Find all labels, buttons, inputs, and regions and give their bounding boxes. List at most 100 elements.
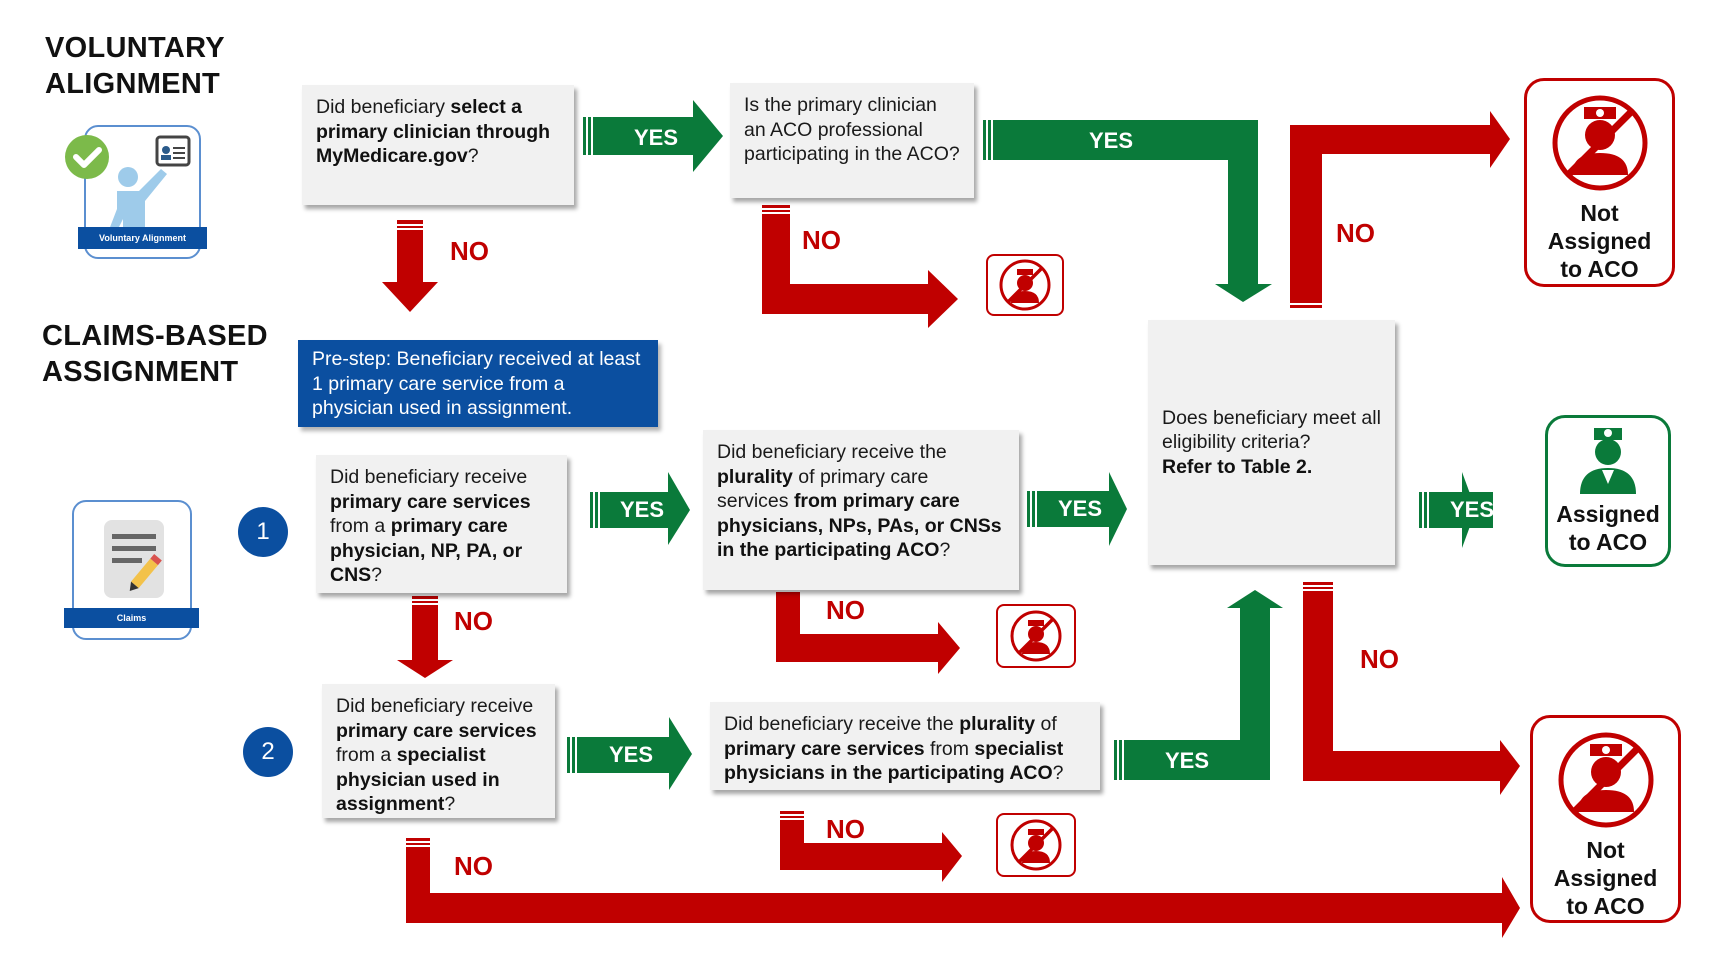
text-bold: primary care services (336, 719, 537, 742)
table-reference: Refer to Table 2. (1162, 455, 1313, 478)
step-number-1: 1 (238, 507, 288, 557)
title-line: ASSIGNMENT (42, 356, 239, 388)
no-doctor-icon (1552, 95, 1647, 191)
text: Did beneficiary (316, 96, 451, 118)
outcome-text: Assigned (1556, 501, 1660, 527)
text: from a (336, 744, 397, 766)
no-label: NO (826, 595, 865, 625)
claims-banner: Claims (64, 608, 199, 628)
no-label: NO (454, 851, 493, 881)
outcome-text: Assigned (1547, 228, 1652, 254)
text-bold: select a primary clinician through MyMed… (316, 96, 551, 167)
text: ? (371, 564, 383, 586)
check-circle (65, 135, 109, 179)
text-bold: primary care physician, NP, PA, or CNS (330, 515, 523, 586)
claims-icon: Claims (64, 500, 199, 642)
text: Is the primary clinician an ACO professi… (744, 94, 960, 165)
text-bold: specialist physicians in the participati… (724, 737, 1064, 785)
yes-label: YES (1450, 497, 1495, 522)
no-doctor-icon (1010, 610, 1062, 662)
text-bold: primary care services (724, 737, 925, 760)
yes-arrow-q1 (590, 472, 690, 545)
prestep-box: Pre-step: Beneficiary received at least … (298, 340, 658, 427)
no-arrow-q2 (406, 838, 1520, 938)
no-arrow-q2-plurality (780, 811, 962, 882)
no-label: NO (454, 606, 493, 636)
doctor-icon (1580, 428, 1636, 494)
yes-label: YES (1058, 496, 1103, 521)
yes-label: YES (634, 125, 679, 150)
outcome-text: Assigned (1553, 865, 1658, 891)
voluntary-alignment-banner: Voluntary Alignment (78, 227, 207, 249)
outcome-text: to ACO (1560, 256, 1639, 282)
yes-label: YES (609, 742, 654, 767)
no-label: NO (1360, 644, 1399, 674)
no-doctor-icon (1558, 732, 1653, 828)
question-step1-primary-care: Did beneficiary receive primary care ser… (316, 455, 567, 593)
title-line: ALIGNMENT (45, 68, 221, 100)
text: Did beneficiary receive the (724, 713, 960, 735)
outcome-not-assigned-top: Not Assigned to ACO (1524, 78, 1675, 287)
text: ? (467, 145, 479, 167)
no-arrow-q1 (397, 596, 453, 678)
text: ? (939, 539, 951, 561)
text-bold: specialist physician used in assignment (336, 744, 500, 815)
no-doctor-icon (1010, 819, 1062, 871)
no-arrow-aco-prof (762, 205, 958, 328)
title-line: CLAIMS-BASED (42, 320, 268, 352)
text-bold: from primary care physicians, NPs, PAs, … (717, 490, 1002, 561)
text: ? (1052, 762, 1064, 784)
no-label: NO (1336, 218, 1375, 248)
claims-based-title: CLAIMS-BASED ASSIGNMENT (42, 318, 268, 390)
question-step2-specialist: Did beneficiary receive primary care ser… (322, 684, 555, 818)
no-label: NO (450, 236, 489, 266)
yes-label: YES (1165, 748, 1210, 773)
text: ? (444, 793, 456, 815)
question-step2-plurality: Did beneficiary receive the plurality of… (710, 702, 1100, 790)
yes-arrow-q2-plurality (1114, 590, 1283, 780)
text: from (924, 737, 975, 760)
outcome-text: to ACO (1568, 529, 1648, 555)
text: Did beneficiary receive (336, 695, 534, 717)
no-doctor-icon (999, 259, 1051, 311)
text-bold: plurality (959, 713, 1036, 735)
text: Did beneficiary receive the (717, 441, 947, 463)
yes-label: YES (1089, 128, 1134, 153)
outcome-text: Not (1580, 200, 1619, 226)
outcome-assigned: Assigned to ACO (1545, 415, 1671, 567)
outcome-text: to ACO (1566, 893, 1645, 919)
text-bold: primary care services (330, 490, 531, 513)
step-number-2: 2 (243, 727, 293, 777)
no-label: NO (826, 814, 865, 844)
person-pointing-icon (65, 135, 191, 235)
question-aco-professional: Is the primary clinician an ACO professi… (730, 83, 974, 198)
outcome-not-assigned-bottom: Not Assigned to ACO (1530, 715, 1681, 923)
outcome-text: Not (1586, 837, 1625, 863)
not-assigned-icon (996, 813, 1076, 877)
text: Does beneficiary meet all eligibility cr… (1162, 406, 1381, 454)
yes-arrow-select (583, 100, 723, 172)
voluntary-alignment-icon: Voluntary Alignment (62, 125, 207, 260)
question-select-clinician: Did beneficiary select a primary clinici… (302, 85, 574, 205)
no-arrow-eligibility-bottom (1303, 582, 1520, 795)
yes-label: YES (620, 497, 665, 522)
voluntary-alignment-title: VOLUNTARY ALIGNMENT (45, 30, 225, 102)
question-eligibility: Does beneficiary meet all eligibility cr… (1148, 320, 1395, 565)
text: of primary care services (717, 465, 929, 513)
yes-arrow-q1-plurality (1027, 472, 1127, 546)
yes-arrow-eligibility (1419, 472, 1493, 548)
text: from a (330, 515, 391, 537)
no-arrow-q1-plurality (776, 583, 960, 674)
not-assigned-icon (986, 254, 1064, 316)
document-pencil-icon (104, 520, 164, 598)
yes-arrow-q2 (567, 717, 692, 790)
yes-arrow-aco-prof (983, 120, 1272, 302)
no-arrow-select (382, 220, 438, 312)
text: of (1035, 713, 1057, 735)
question-step1-plurality: Did beneficiary receive the plurality of… (703, 430, 1019, 590)
text-bold: plurality (717, 465, 793, 488)
text: Did beneficiary receive (330, 466, 528, 488)
no-arrow-eligibility-top (1290, 111, 1510, 308)
no-label: NO (802, 225, 841, 255)
